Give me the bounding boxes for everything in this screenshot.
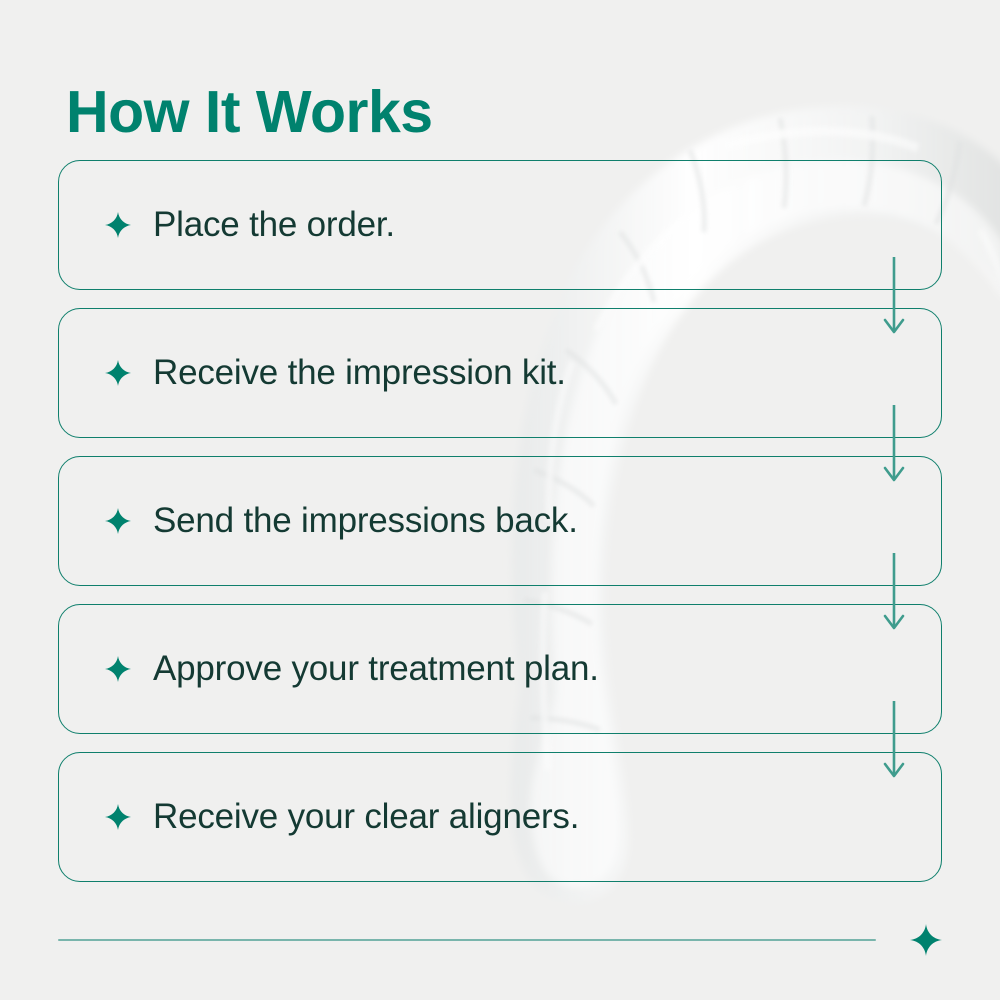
sparkle-icon bbox=[105, 508, 131, 534]
step-label: Place the order. bbox=[153, 205, 395, 244]
step-label: Approve your treatment plan. bbox=[153, 649, 599, 688]
steps-list: Place the order. Receive the impression … bbox=[58, 160, 942, 882]
page-title: How It Works bbox=[66, 78, 433, 145]
step-label: Send the impressions back. bbox=[153, 501, 578, 540]
sparkle-icon bbox=[105, 360, 131, 386]
sparkle-icon bbox=[105, 804, 131, 830]
sparkle-icon bbox=[105, 212, 131, 238]
step-box-1[interactable]: Place the order. bbox=[58, 160, 942, 290]
step-box-4[interactable]: Approve your treatment plan. bbox=[58, 604, 942, 734]
step-box-5[interactable]: Receive your clear aligners. bbox=[58, 752, 942, 882]
footer bbox=[58, 920, 942, 960]
horizontal-rule bbox=[58, 938, 876, 942]
sparkle-icon bbox=[105, 656, 131, 682]
step-label: Receive your clear aligners. bbox=[153, 797, 580, 836]
sparkle-icon bbox=[910, 924, 942, 956]
step-label: Receive the impression kit. bbox=[153, 353, 566, 392]
step-box-2[interactable]: Receive the impression kit. bbox=[58, 308, 942, 438]
step-box-3[interactable]: Send the impressions back. bbox=[58, 456, 942, 586]
